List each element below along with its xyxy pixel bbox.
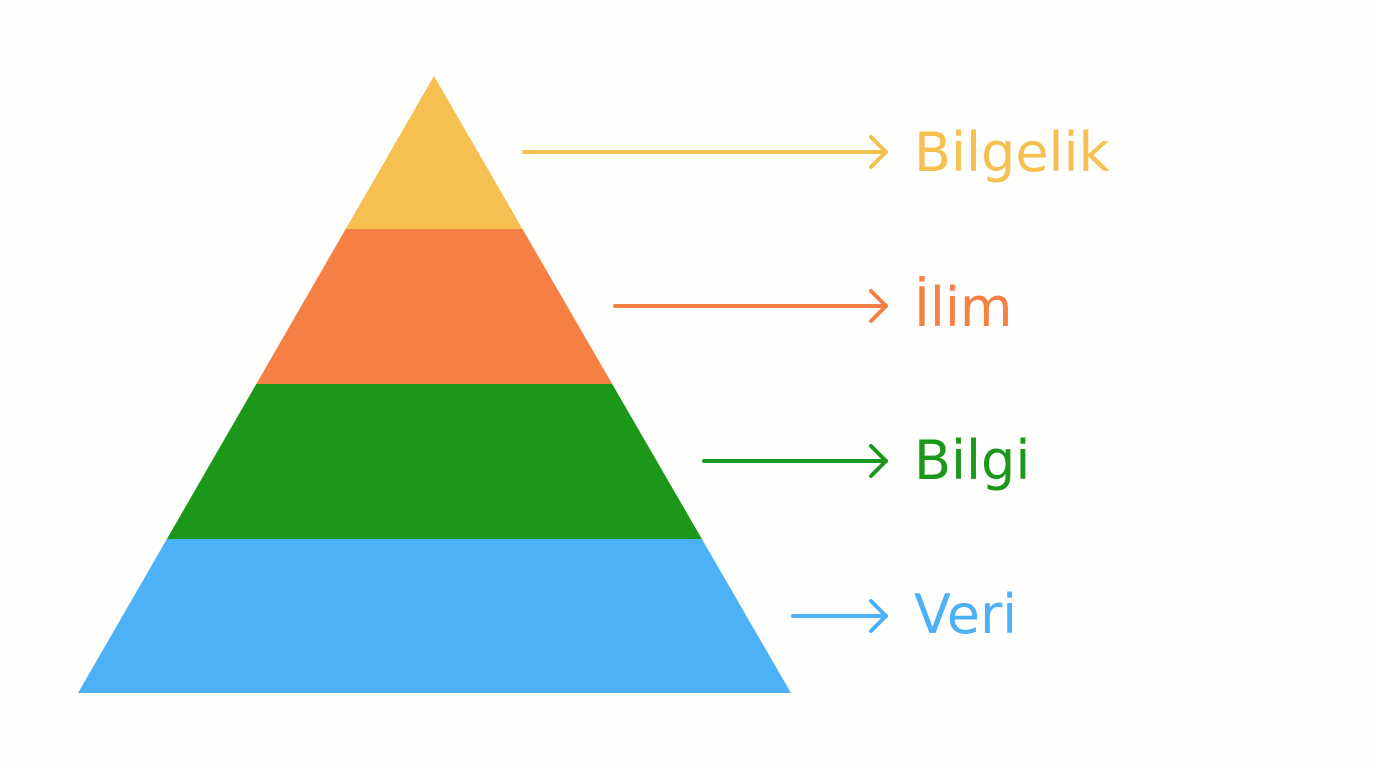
arrow-right-icon (869, 599, 888, 633)
level-label-ilim: İlim (914, 276, 1013, 339)
pyramid-layer-bilgelik (345, 76, 523, 229)
level-label-bilgelik: Bilgelik (914, 121, 1110, 184)
level-label-bilgi: Bilgi (914, 429, 1031, 492)
pyramid-layer-veri (78, 539, 791, 693)
pyramid-layer-ilim (256, 229, 613, 384)
arrow-right-icon (869, 444, 888, 478)
level-label-veri: Veri (914, 583, 1018, 646)
arrow-right-icon (869, 289, 888, 323)
arrow-right-icon (869, 135, 888, 169)
pyramid-layer-bilgi (166, 384, 702, 539)
